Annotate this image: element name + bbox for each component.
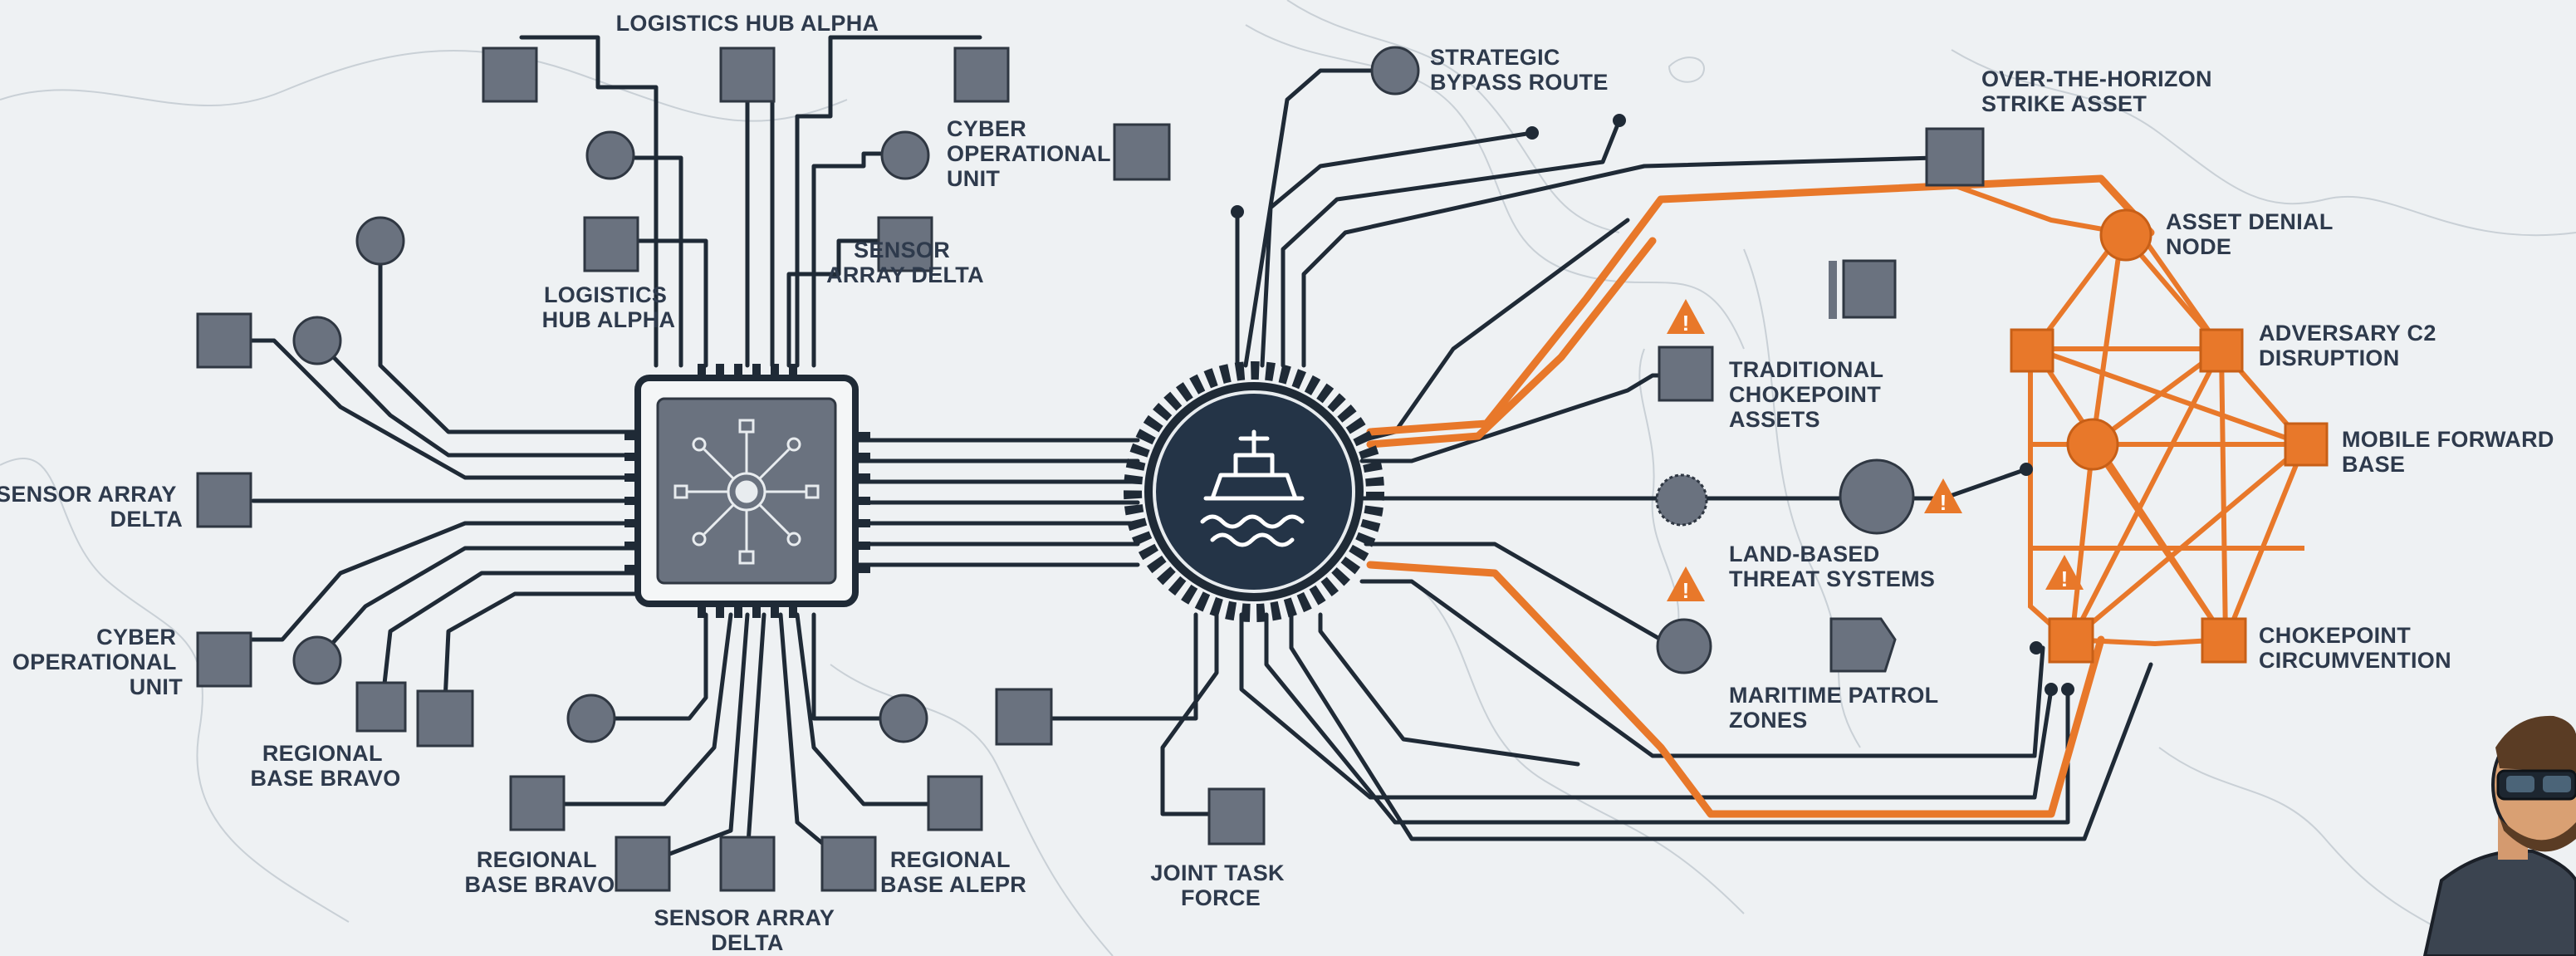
label-regional-base-bravo-left: REGIONAL BASE BRAVO	[250, 741, 400, 791]
mesh-node[interactable]	[2066, 418, 2119, 471]
square-node[interactable]	[877, 216, 933, 272]
network-hub-icon	[673, 419, 820, 565]
mesh-node[interactable]	[2284, 422, 2329, 467]
square-node[interactable]	[615, 836, 671, 892]
circle-node[interactable]	[355, 216, 405, 266]
svg-text:!: !	[1682, 311, 1690, 336]
label-over-the-horizon-strike-asset: OVER-THE-HORIZON STRIKE ASSET	[1981, 66, 2219, 116]
label-strategic-bypass-route: STRATEGIC BYPASS ROUTE	[1430, 45, 1609, 95]
circle-node[interactable]	[880, 130, 930, 180]
square-node[interactable]	[995, 688, 1053, 746]
left-chip-connections	[222, 35, 1140, 866]
maritime-hub[interactable]	[1124, 361, 1384, 622]
square-node[interactable]	[583, 216, 639, 272]
chip-pins	[624, 364, 870, 618]
mesh-node[interactable]	[2099, 208, 2152, 262]
square-node[interactable]	[1113, 123, 1171, 181]
warning-triangle-icon: !	[1667, 299, 1705, 336]
label-traditional-chokepoint-assets: TRADITIONAL CHOKEPOINT ASSETS	[1729, 357, 1890, 432]
mesh-node[interactable]	[2199, 328, 2244, 373]
soldier-avatar	[2422, 715, 2576, 956]
bypass-routes	[1366, 174, 2155, 818]
label-sensor-array-delta-left: SENSOR ARRAY DELTA	[0, 482, 183, 532]
label-asset-denial-node: ASSET DENIAL NODE	[2166, 209, 2339, 259]
square-node[interactable]	[953, 47, 1010, 103]
square-node[interactable]	[355, 681, 407, 733]
warnings: ! ! ! !	[1667, 299, 2084, 603]
circle-node[interactable]	[1839, 458, 1915, 535]
square-node[interactable]	[1658, 346, 1714, 402]
label-sensor-array-delta-inner: SENSOR ARRAY DELTA	[826, 238, 984, 287]
label-sensor-array-delta-bottom: SENSOR ARRAY DELTA	[654, 905, 841, 955]
square-node[interactable]	[820, 836, 877, 892]
label-adversary-c2-disruption: ADVERSARY C2 DISRUPTION	[2259, 321, 2442, 370]
square-node[interactable]	[482, 47, 538, 103]
map-pin-node[interactable]	[1829, 259, 1897, 319]
square-node[interactable]	[196, 312, 252, 369]
label-cyber-operational-unit-top: CYBER OPERATIONAL UNIT	[947, 116, 1117, 191]
label-chokepoint-circumvention: CHOKEPOINT CIRCUMVENTION	[2259, 623, 2451, 673]
square-node[interactable]	[927, 775, 983, 831]
circle-node[interactable]	[292, 316, 342, 365]
labels: LOGISTICS HUB ALPHA CYBER OPERATIONAL UN…	[0, 11, 2561, 955]
square-node[interactable]	[719, 47, 776, 103]
label-cyber-operational-unit-left: CYBER OPERATIONAL UNIT	[12, 625, 183, 699]
mesh-node[interactable]	[2010, 328, 2054, 373]
label-land-based-threat-systems: LAND-BASED THREAT SYSTEMS	[1729, 542, 1935, 591]
label-mobile-forward-base: MOBILE FORWARD BASE	[2342, 427, 2561, 477]
polygon-node[interactable]	[1829, 617, 1897, 673]
right-nodes	[995, 46, 1985, 846]
ship-icon	[1200, 429, 1305, 547]
square-node[interactable]	[1925, 127, 1985, 187]
warning-triangle-icon: !	[1667, 566, 1705, 603]
left-nodes	[196, 47, 1010, 892]
warning-triangle-icon: !	[2045, 555, 2084, 591]
mesh-node[interactable]	[2048, 617, 2094, 664]
svg-text:!: !	[2061, 566, 2069, 591]
square-node[interactable]	[1207, 787, 1266, 846]
circle-node[interactable]	[1655, 473, 1708, 527]
svg-text:!: !	[1940, 490, 1947, 515]
circle-node[interactable]	[585, 130, 635, 180]
square-node[interactable]	[416, 689, 474, 748]
label-regional-base-alepr: REGIONAL BASE ALEPR	[880, 847, 1026, 897]
warning-triangle-icon: !	[1924, 478, 1962, 515]
square-node[interactable]	[196, 631, 252, 688]
label-joint-task-force: JOINT TASK FORCE	[1150, 860, 1290, 910]
mesh-node[interactable]	[2201, 617, 2247, 664]
circle-node[interactable]	[292, 635, 342, 685]
label-logistics-hub-alpha-top: LOGISTICS HUB ALPHA	[616, 11, 879, 36]
maritime-hub-connections	[1031, 68, 2153, 841]
mesh-nodes	[2010, 208, 2329, 696]
circle-node[interactable]	[1370, 46, 1420, 96]
svg-text:!: !	[1682, 578, 1690, 603]
label-logistics-hub-alpha-inner: LOGISTICS HUB ALPHA	[542, 282, 676, 332]
square-node[interactable]	[719, 836, 776, 892]
circle-node[interactable]	[1656, 618, 1712, 674]
label-maritime-patrol-zones: MARITIME PATROL ZONES	[1729, 683, 1945, 733]
circle-node[interactable]	[879, 694, 928, 743]
square-node[interactable]	[509, 775, 566, 831]
square-node[interactable]	[196, 472, 252, 528]
circle-node[interactable]	[566, 694, 616, 743]
label-regional-base-bravo-bottom: REGIONAL BASE BRAVO	[464, 847, 615, 897]
central-processor[interactable]	[624, 364, 870, 618]
